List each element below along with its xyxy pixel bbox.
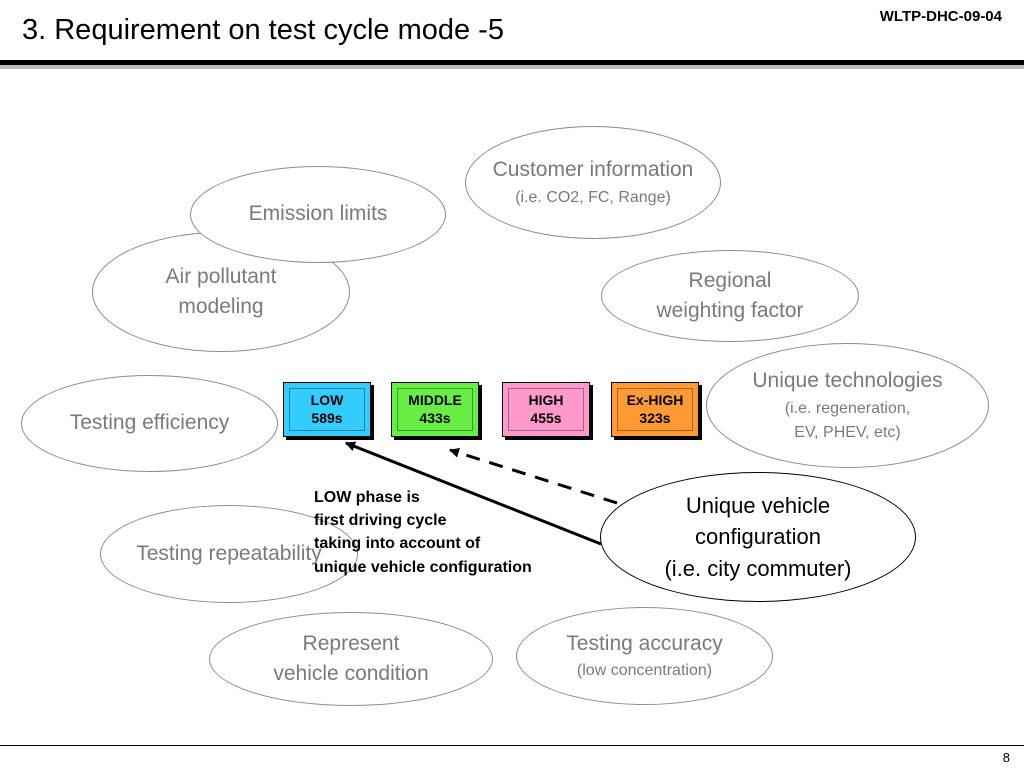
title-rule bbox=[0, 60, 1024, 65]
note-line-1: LOW phase is bbox=[314, 489, 420, 506]
ellipse-customer-information: Customer information (i.e. CO2, FC, Rang… bbox=[465, 126, 721, 239]
unique-technologies-sub-1: (i.e. regeneration, bbox=[784, 399, 911, 417]
testing-accuracy-label: Testing accuracy bbox=[566, 631, 723, 655]
ellipse-air-pollutant-modeling: Air pollutant modeling bbox=[92, 232, 350, 352]
unique-technologies-sub-2: EV, PHEV, etc) bbox=[794, 423, 901, 441]
low-phase-note: LOW phase is first driving cycle taking … bbox=[314, 486, 532, 579]
air-pollutant-label-1: Air pollutant bbox=[165, 264, 277, 288]
document-id: WLTP-DHC-09-04 bbox=[879, 8, 1002, 25]
air-pollutant-label-2: modeling bbox=[178, 295, 264, 318]
customer-information-label: Customer information bbox=[492, 158, 694, 182]
represent-label-2: vehicle condition bbox=[273, 662, 429, 685]
dashed-arrow bbox=[449, 447, 618, 505]
unique-technologies-label: Unique technologies bbox=[752, 369, 943, 393]
customer-information-sub: (i.e. CO2, FC, Range) bbox=[515, 188, 671, 206]
phase-low-name: LOW bbox=[310, 392, 344, 408]
testing-accuracy-sub: (low concentration) bbox=[576, 662, 713, 680]
phase-ex-high-duration: 323s bbox=[639, 409, 671, 426]
phase-middle-duration: 433s bbox=[419, 409, 451, 426]
phase-box-ex-high: Ex-HIGH 323s bbox=[611, 382, 699, 437]
phase-ex-high-name: Ex-HIGH bbox=[626, 392, 684, 408]
ellipse-represent-vehicle-condition: Represent vehicle condition bbox=[209, 612, 493, 706]
represent-label-1: Represent bbox=[302, 631, 400, 655]
note-line-2: first driving cycle bbox=[314, 512, 447, 530]
ellipse-testing-efficiency: Testing efficiency bbox=[21, 375, 278, 472]
title-rule-shadow bbox=[0, 65, 1024, 69]
page-title: 3. Requirement on test cycle mode -5 bbox=[22, 14, 504, 46]
footer-rule bbox=[0, 745, 1024, 746]
solid-arrow bbox=[345, 441, 602, 546]
ellipse-emission-limits: Emission limits bbox=[190, 166, 446, 263]
phase-low-duration: 589s bbox=[311, 409, 343, 426]
ellipse-testing-accuracy: Testing accuracy (low concentration) bbox=[516, 607, 773, 705]
testing-efficiency-label: Testing efficiency bbox=[69, 411, 230, 435]
ellipse-testing-repeatability: Testing repeatability bbox=[100, 505, 358, 603]
ellipse-unique-vehicle-configuration: Unique vehicle configuration (i.e. city … bbox=[600, 472, 916, 602]
phase-box-high: HIGH 455s bbox=[502, 382, 590, 437]
emission-limits-label: Emission limits bbox=[248, 202, 388, 226]
phase-box-middle: MIDDLE 433s bbox=[391, 382, 479, 437]
phase-high-duration: 455s bbox=[530, 409, 562, 426]
unique-vehicle-label-3: (i.e. city commuter) bbox=[664, 555, 852, 581]
phase-middle-name: MIDDLE bbox=[408, 392, 462, 408]
testing-repeatability-label: Testing repeatability bbox=[136, 541, 322, 565]
regional-label-1: Regional bbox=[688, 268, 772, 292]
unique-vehicle-label-1: Unique vehicle bbox=[685, 493, 831, 519]
ellipse-unique-technologies: Unique technologies (i.e. regeneration, … bbox=[706, 343, 989, 468]
regional-label-2: weighting factor bbox=[656, 299, 804, 322]
unique-vehicle-label-2: configuration bbox=[695, 524, 821, 550]
ellipse-regional-weighting-factor: Regional weighting factor bbox=[601, 250, 859, 342]
note-line-3: taking into account of bbox=[314, 535, 481, 553]
phase-box-low: LOW 589s bbox=[283, 382, 371, 437]
page-number: 8 bbox=[1002, 750, 1010, 765]
phase-high-name: HIGH bbox=[528, 392, 564, 408]
note-line-4: unique vehicle configuration bbox=[314, 558, 532, 576]
